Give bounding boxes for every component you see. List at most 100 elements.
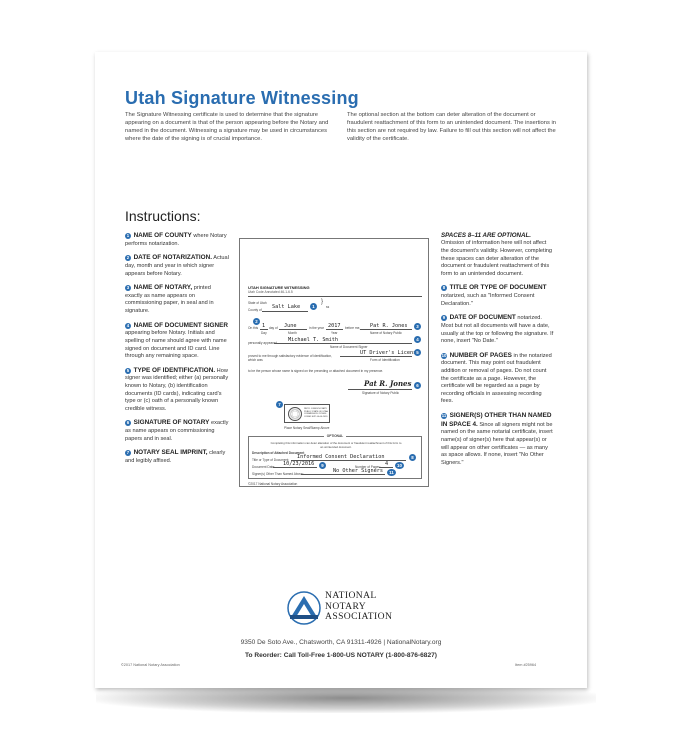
step-number: 1 <box>125 233 131 239</box>
pages-value: 4 <box>385 461 389 467</box>
doc-date-line <box>273 467 317 468</box>
address: 9350 De Soto Ave., Chatsworth, CA 91311-… <box>240 639 442 646</box>
on-label: On this <box>248 326 259 330</box>
marker-11: 11 <box>387 469 396 476</box>
id-line <box>340 356 412 357</box>
other-signers-value: No Other Signers <box>333 468 383 474</box>
id-type-value: UT Driver's License <box>360 350 420 356</box>
notary-name-line <box>360 329 412 330</box>
year-caption: Year <box>331 331 338 335</box>
marker-1: 1 <box>310 303 317 310</box>
notary-signature: Pat R. Jones <box>364 379 412 388</box>
day-of-label: day of <box>269 326 278 330</box>
instruction-body: where Notary performs notarization. <box>125 233 227 247</box>
instruction-body: notarized. Most but not all documents wi… <box>441 315 554 345</box>
step-number: 2 <box>125 255 131 262</box>
doc-title-label: Title or Type of Document: <box>252 458 290 462</box>
county-line <box>262 311 308 312</box>
optional-heading: SPACES 8–11 ARE OPTIONAL. <box>441 232 531 239</box>
form-rule <box>248 296 422 297</box>
month-caption: Month <box>288 331 297 335</box>
step-number: 7 <box>125 450 131 457</box>
marker-6: 6 <box>414 382 421 389</box>
notary-name-caption: Name of Notary Public <box>370 331 402 335</box>
day-line <box>260 329 268 330</box>
day-caption: Day <box>261 331 267 335</box>
id-caption: Form of Identification <box>370 358 400 362</box>
other-signers-label: Signer(s) Other Than Named Above: <box>252 472 304 476</box>
copyright: ©2017 National Notary Association <box>121 663 180 667</box>
marker-5: 5 <box>414 349 421 356</box>
step-number: 5 <box>125 367 131 374</box>
signature-caption: Signature of Notary Public <box>362 391 400 395</box>
instruction-body: appearing before Notary. Initials and sp… <box>125 330 227 360</box>
instruction-head: NUMBER OF PAGES <box>449 351 512 359</box>
step-number: 6 <box>125 420 131 427</box>
county-label: County of <box>248 308 262 312</box>
nna-logo-text: NATIONAL NOTARY ASSOCIATION <box>325 590 393 623</box>
instruction-head: NAME OF COUNTY <box>133 232 192 239</box>
signature-line <box>348 389 412 390</box>
instruction-head: TITLE OR TYPE OF DOCUMENT <box>449 284 547 292</box>
person-label: to be the person whose name is signed on… <box>248 369 384 373</box>
instructions-heading: Instructions: <box>125 208 201 224</box>
instruction-item: 1 NAME OF COUNTY where Notary performs n… <box>125 232 229 248</box>
marker-8: 8 <box>409 454 416 461</box>
instructions-list: 1 NAME OF COUNTY where Notary performs n… <box>125 232 229 472</box>
instruction-head: DATE OF DOCUMENT <box>449 314 516 322</box>
page-title: Utah Signature Witnessing <box>125 88 359 108</box>
nna-logo-icon <box>287 591 321 625</box>
instruction-item: 7 NOTARY SEAL IMPRINT, clearly and legib… <box>125 449 229 465</box>
optional-intro: Omission of information here will not af… <box>441 240 553 277</box>
marker-10: 10 <box>395 462 404 469</box>
marker-4: 4 <box>414 336 421 343</box>
ss-label: ss <box>326 305 330 309</box>
logo-line-3: ASSOCIATION <box>325 611 393 623</box>
marker-9: 9 <box>319 462 326 469</box>
instruction-item: 10 NUMBER OF PAGES in the notarized docu… <box>441 352 555 406</box>
marker-2: 2 <box>253 318 260 325</box>
doc-title-value: Informed Consent Declaration <box>297 454 385 460</box>
instruction-item: 4 NAME OF DOCUMENT SIGNER appearing befo… <box>125 322 229 361</box>
pages-label: Number of Pages: <box>355 465 381 469</box>
sample-certificate: UTAH SIGNATURE WITNESSING Utah Code Anno… <box>239 238 429 487</box>
day-value: 1 <box>262 323 266 329</box>
instruction-item: 2 DATE OF NOTARIZATION. Actual day, mont… <box>125 254 229 278</box>
marker-3: 3 <box>414 323 421 330</box>
pages-line <box>379 467 393 468</box>
instruction-head: SIGNATURE OF NOTARY <box>133 419 210 427</box>
logo-line-1: NATIONAL <box>325 590 377 601</box>
optional-note: Completing this information can deter al… <box>270 441 402 449</box>
instruction-body: notarized, such as "Informed Consent Dec… <box>441 293 535 307</box>
year-label: in the year <box>309 326 324 330</box>
signer-line <box>274 343 412 344</box>
doc-date-value: 10/23/2016 <box>283 461 315 467</box>
seal-emblem-icon <box>288 407 302 421</box>
instruction-head: TYPE OF IDENTIFICATION. <box>133 366 216 374</box>
intro-left: The Signature Witnessing certificate is … <box>125 112 329 142</box>
instruction-head: NOTARY SEAL IMPRINT, <box>133 449 208 457</box>
reorder-line: To Reorder: Call Toll-Free 1-800-US NOTA… <box>244 652 437 659</box>
year-value: 2017 <box>328 323 341 329</box>
month-value: June <box>284 323 297 329</box>
instruction-body: Actual day, month and year in which sign… <box>125 255 229 277</box>
logo-line-2: NOTARY <box>325 600 367 612</box>
marker-7: 7 <box>276 401 283 408</box>
signer-caption: Name of Document Signer <box>330 345 368 349</box>
instruction-head: DATE OF NOTARIZATION. <box>133 254 213 262</box>
notary-seal: PAT R. JONES NOTARY PUBLIC STATE OF UTAH… <box>284 404 330 423</box>
intro-right: The optional section at the bottom can d… <box>347 112 557 142</box>
instruction-body: clearly and legibly affixed. <box>125 450 226 465</box>
document-page: Utah Signature Witnessing The Signature … <box>95 52 587 688</box>
instruction-item: 5 TYPE OF IDENTIFICATION. How signer was… <box>125 367 229 414</box>
instruction-item: 11 SIGNER(S) OTHER THAN NAMED IN SPACE 4… <box>441 412 555 467</box>
instruction-item: 8 TITLE OR TYPE OF DOCUMENT notarized, s… <box>441 284 555 308</box>
step-number: 8 <box>441 285 447 292</box>
optional-section: OPTIONAL Completing this information can… <box>248 434 422 479</box>
instruction-head: SIGNER(S) OTHER THAN NAMED IN SPACE 4. <box>441 412 552 428</box>
description-label: Description of Attached Document <box>252 451 305 455</box>
instruction-head: NAME OF NOTARY, <box>133 284 193 292</box>
proved-label: proved to me through satisfactory eviden… <box>248 354 332 362</box>
brace: } <box>321 299 324 305</box>
